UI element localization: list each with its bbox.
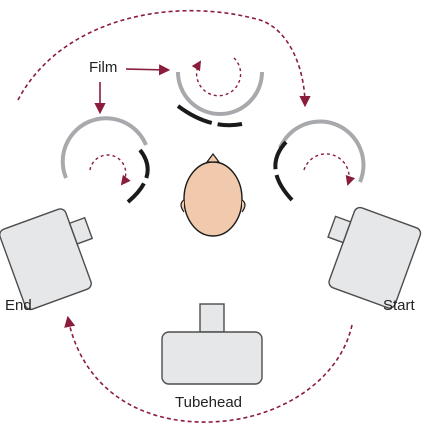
tubehead-bottom (161, 303, 263, 385)
tubehead-left (0, 208, 94, 311)
film-right (273, 119, 366, 202)
film-label: Film (89, 59, 118, 76)
film-top (176, 57, 264, 128)
bottom-rotation-arrow (64, 315, 353, 423)
tubehead-label: Tubehead (175, 394, 243, 411)
top-rotation-arrow (17, 9, 311, 108)
film-arrow-right (125, 64, 171, 76)
end-label: End (5, 297, 32, 314)
tubehead-right (327, 206, 422, 309)
film-left (60, 116, 150, 204)
patient-head (180, 153, 246, 237)
start-label: Start (383, 297, 415, 314)
